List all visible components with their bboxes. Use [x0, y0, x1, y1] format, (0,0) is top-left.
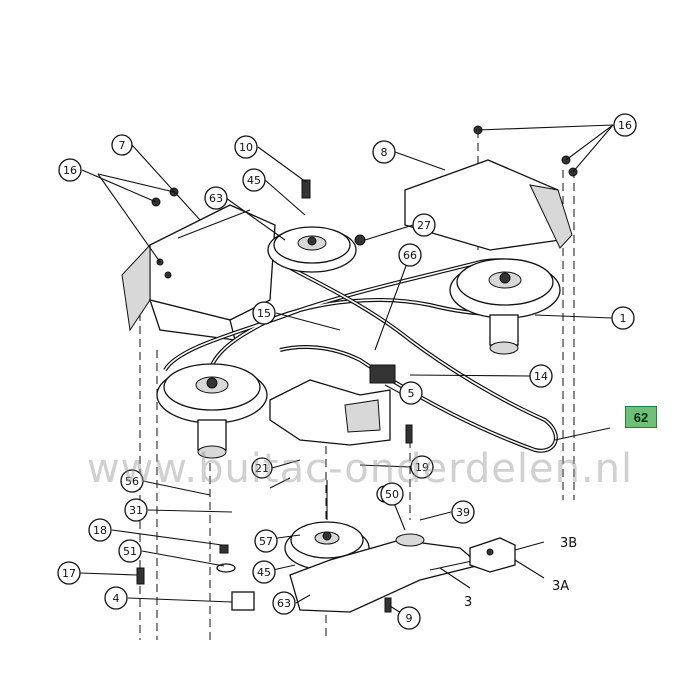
right-spindle-pulley	[449, 258, 561, 355]
plain-labels: 3B 3A 3	[464, 536, 577, 610]
left-belt-cover	[121, 204, 276, 341]
callout-66: 66	[398, 243, 422, 267]
label-3: 3	[464, 595, 472, 610]
svg-text:63: 63	[209, 192, 223, 205]
svg-text:9: 9	[406, 612, 413, 625]
callout-16-left: 16	[58, 158, 82, 182]
svg-text:14: 14	[534, 370, 548, 383]
callout-21: 21	[251, 457, 273, 479]
svg-text:1: 1	[620, 312, 627, 325]
callout-18: 18	[88, 518, 112, 542]
svg-text:21: 21	[255, 462, 269, 475]
callout-63-top: 63	[204, 186, 228, 210]
svg-text:17: 17	[62, 567, 76, 580]
svg-text:45: 45	[247, 174, 261, 187]
svg-text:4: 4	[113, 592, 120, 605]
svg-text:50: 50	[385, 488, 399, 501]
left-spindle-pulley	[156, 363, 268, 459]
callout-51: 51	[118, 539, 142, 563]
callout-50: 50	[380, 482, 404, 506]
right-belt-cover	[404, 159, 573, 251]
svg-text:10: 10	[239, 141, 253, 154]
callout-9: 9	[397, 606, 421, 630]
highlighted-part-62-label: 62	[625, 406, 657, 428]
svg-text:45: 45	[257, 566, 271, 579]
callout-8: 8	[372, 140, 396, 164]
callout-19: 19	[410, 455, 434, 479]
svg-text:15: 15	[257, 307, 271, 320]
callout-63-bottom: 63	[272, 591, 296, 615]
label-3a: 3A	[552, 579, 569, 594]
svg-text:31: 31	[129, 504, 143, 517]
callout-4: 4	[104, 586, 128, 610]
callout-15: 15	[252, 301, 276, 325]
svg-text:27: 27	[417, 219, 431, 232]
callouts: 7 16 63 10 45 27 8 16 66 15 1 14 5 19 21…	[57, 113, 637, 630]
callout-45-bottom: 45	[252, 560, 276, 584]
callout-39: 39	[451, 500, 475, 524]
callout-14: 14	[529, 364, 553, 388]
svg-text:8: 8	[381, 146, 388, 159]
idler-bracket	[269, 364, 396, 446]
callout-7: 7	[111, 134, 133, 156]
callout-5: 5	[399, 381, 423, 405]
callout-10: 10	[234, 135, 258, 159]
svg-text:39: 39	[456, 506, 470, 519]
svg-text:5: 5	[408, 387, 415, 400]
svg-text:19: 19	[415, 461, 429, 474]
svg-text:63: 63	[277, 597, 291, 610]
callout-31: 31	[124, 498, 148, 522]
callout-27: 27	[412, 213, 436, 237]
svg-text:66: 66	[403, 249, 417, 262]
idler-arm-bracket	[469, 537, 516, 573]
callout-16-right: 16	[613, 113, 637, 137]
callout-17: 17	[57, 561, 81, 585]
svg-text:56: 56	[125, 475, 139, 488]
svg-text:16: 16	[618, 119, 632, 132]
svg-text:16: 16	[63, 164, 77, 177]
svg-text:51: 51	[123, 545, 137, 558]
label-3b: 3B	[560, 536, 577, 551]
callout-1: 1	[611, 306, 635, 330]
svg-text:57: 57	[259, 535, 273, 548]
callout-45-top: 45	[242, 168, 266, 192]
callout-57: 57	[254, 529, 278, 553]
svg-text:18: 18	[93, 524, 107, 537]
svg-text:7: 7	[119, 139, 126, 152]
callout-56: 56	[120, 469, 144, 493]
upper-idler-pulley	[267, 226, 357, 273]
